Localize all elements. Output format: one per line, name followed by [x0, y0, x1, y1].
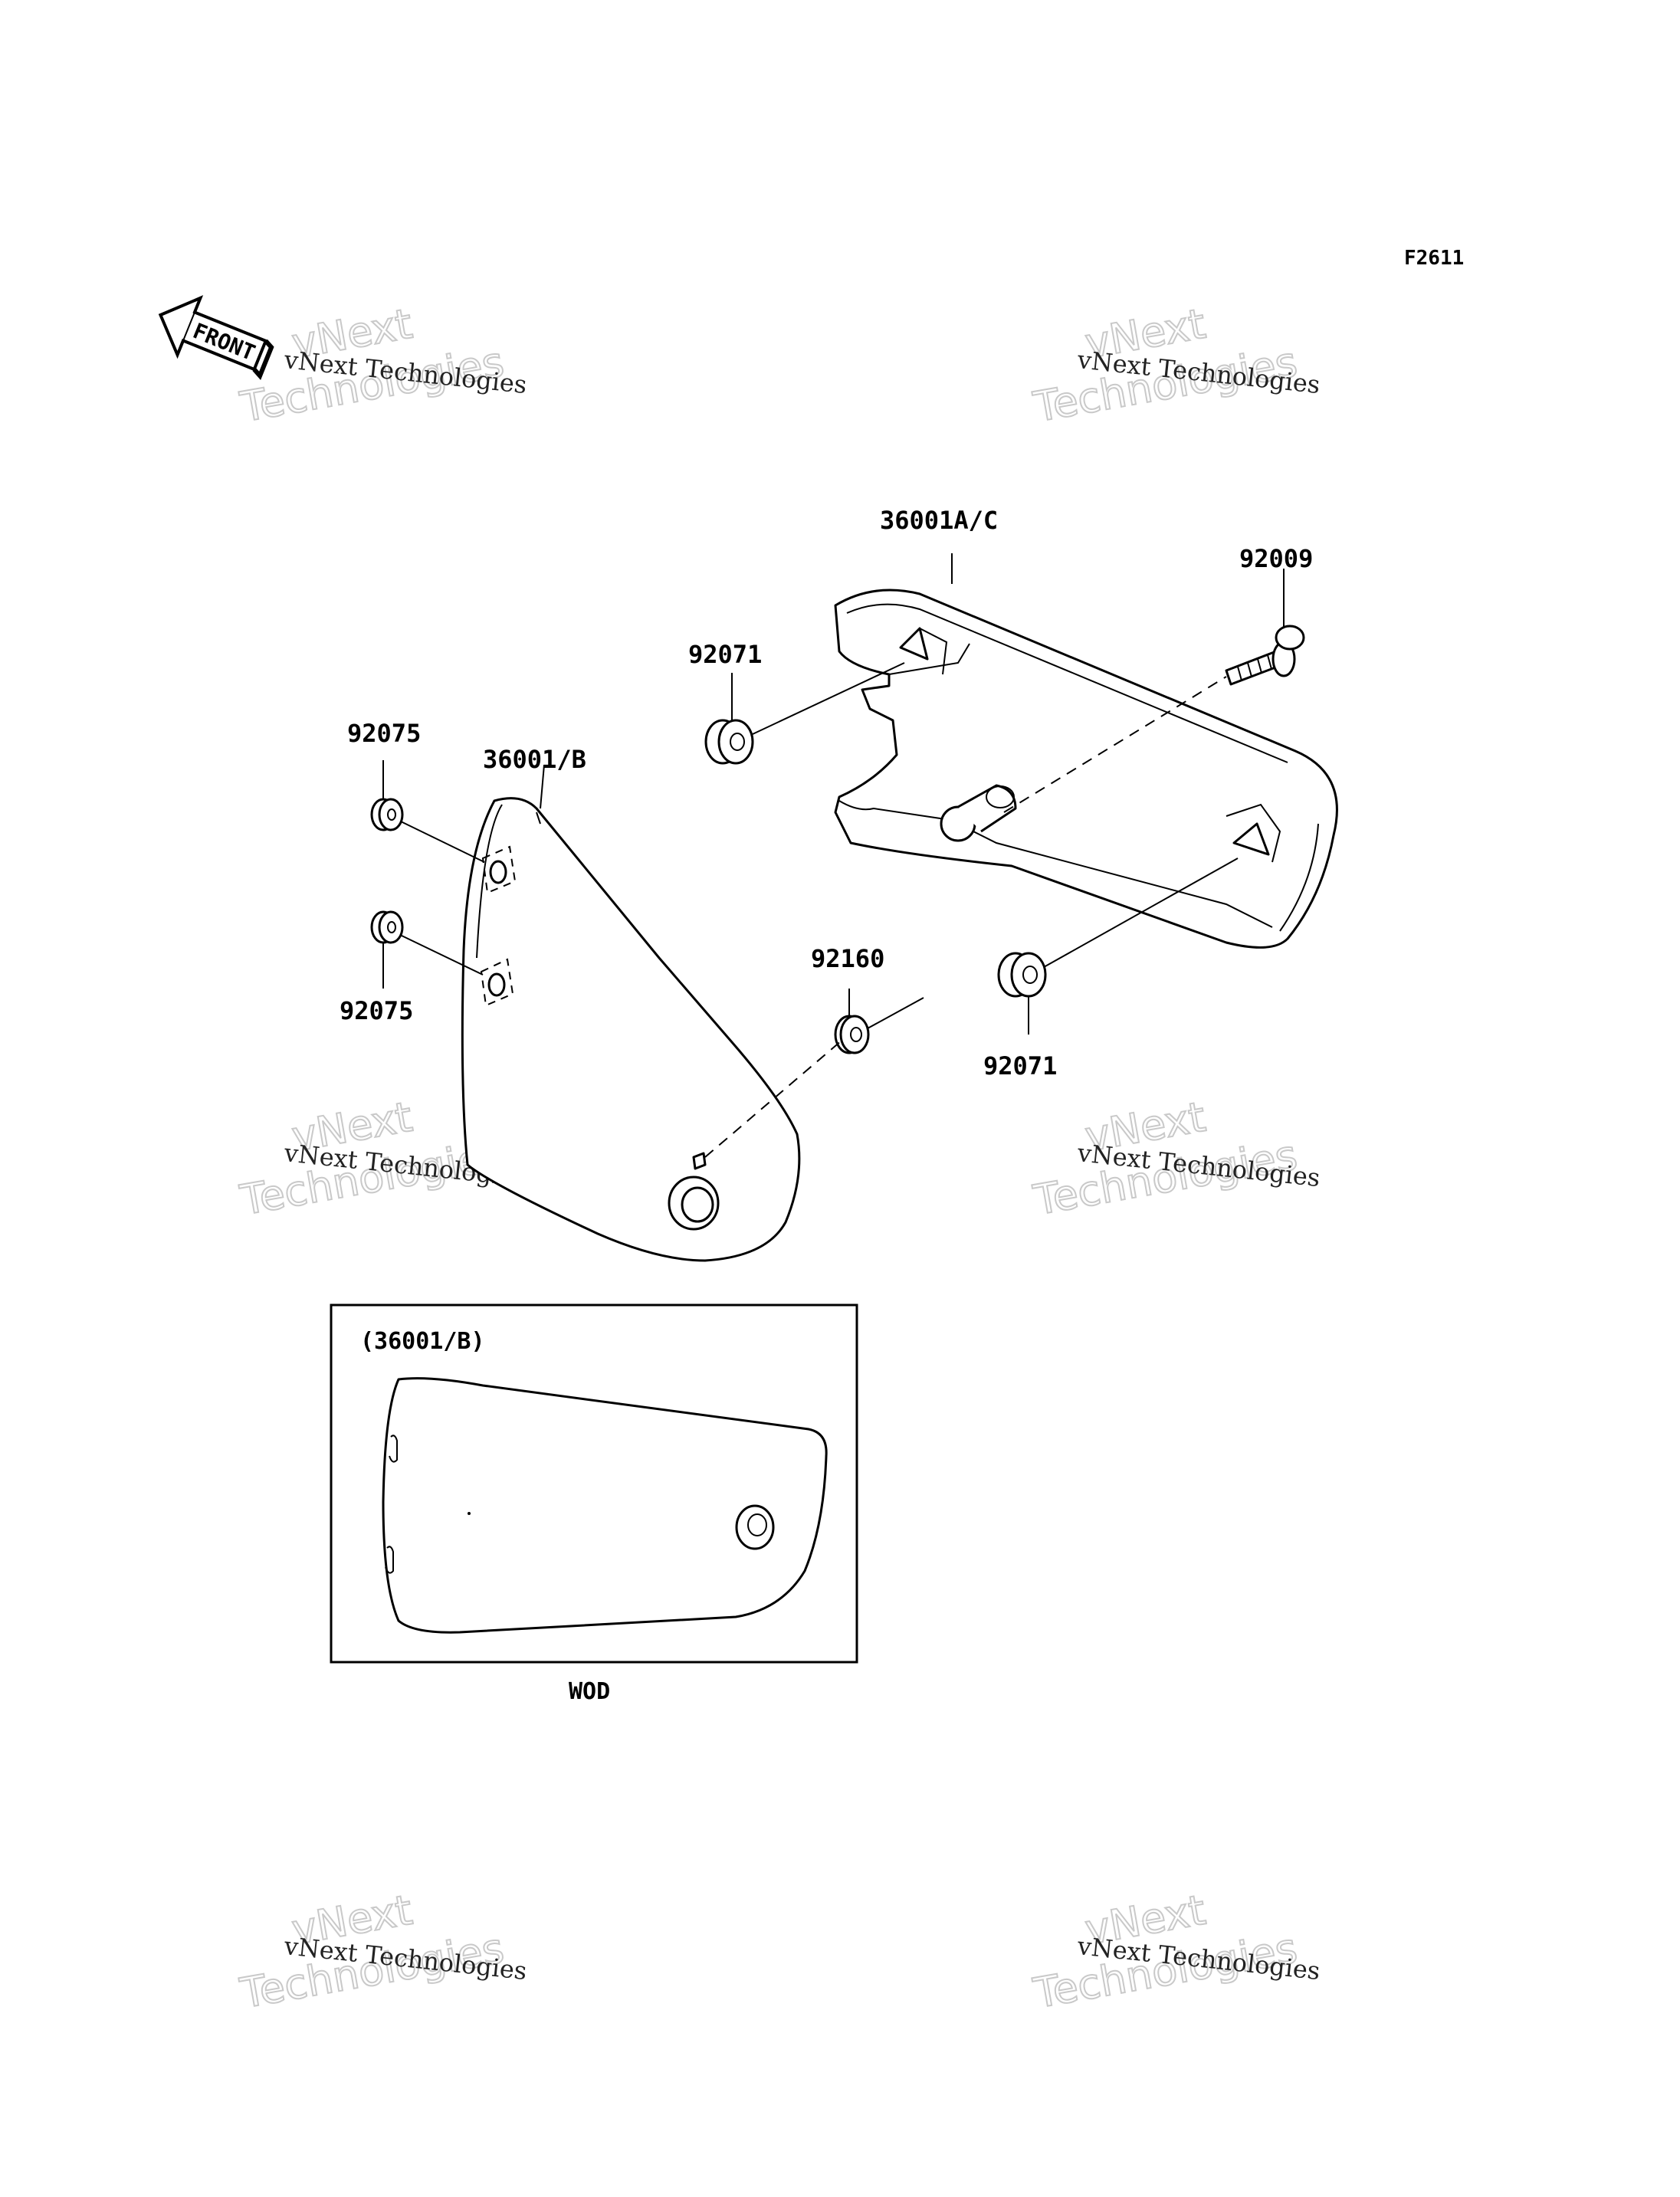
- callout-92071-lower: 92071: [983, 1051, 1057, 1080]
- washer-92160: [834, 1015, 870, 1054]
- inset-label: (36001/B): [360, 1328, 485, 1355]
- leader-lines: [382, 553, 1285, 1158]
- variant-inset: (36001/B) WOD: [330, 1303, 858, 1705]
- grommet-92075-upper: [370, 798, 404, 831]
- grommet-92071-upper: [704, 719, 754, 765]
- left-side-cover: [461, 797, 801, 1262]
- callout-92009: 92009: [1239, 544, 1313, 573]
- callout-36001B: 36001/B: [483, 745, 586, 774]
- callout-92075-upper: 92075: [347, 719, 421, 748]
- callout-92071-upper: 92071: [688, 640, 762, 669]
- inset-caption: WOD: [569, 1678, 610, 1705]
- figure-code: F2611: [1404, 247, 1464, 270]
- callout-36001AC: 36001A/C: [880, 506, 998, 535]
- grommet-92075-lower: [370, 910, 404, 944]
- front-arrow-icon: FRONT: [158, 295, 274, 380]
- callout-92160: 92160: [811, 944, 884, 973]
- callout-92075-lower: 92075: [340, 996, 413, 1025]
- right-side-cover: [834, 589, 1338, 949]
- grommet-92071-lower: [997, 952, 1047, 998]
- bolt-92009: [1225, 625, 1305, 686]
